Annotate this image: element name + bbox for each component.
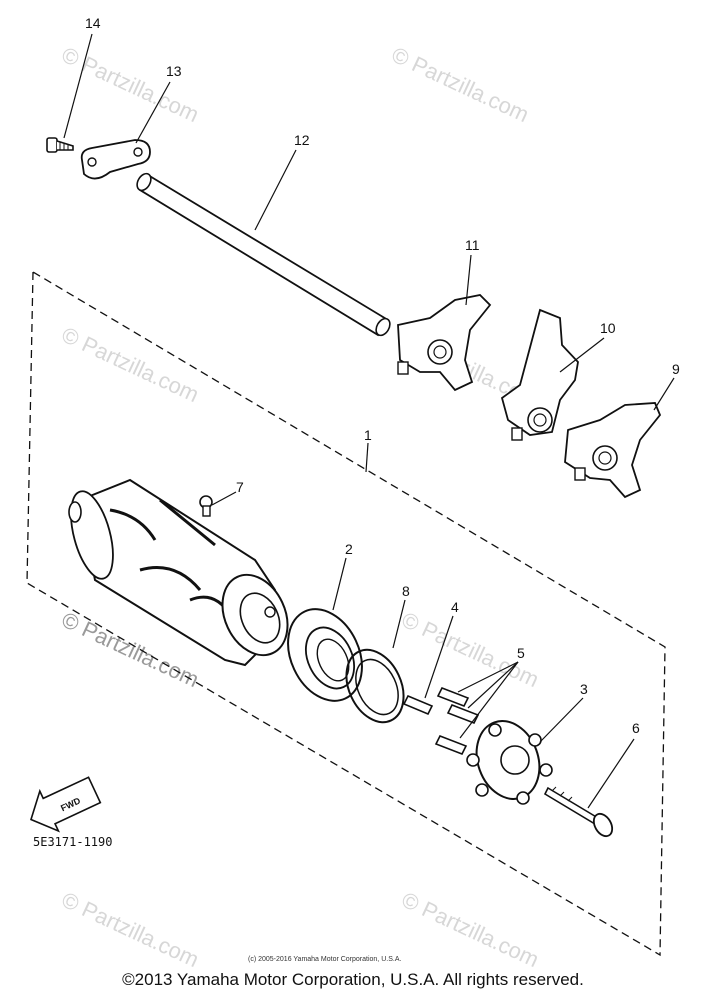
watermark: © Partzilla.com <box>58 322 203 407</box>
callout-4: 4 <box>451 599 459 615</box>
part-2-bearing <box>287 608 363 702</box>
part-5-pins <box>434 686 480 756</box>
callout-5: 5 <box>517 645 525 661</box>
callout-9: 9 <box>672 361 680 377</box>
part-9-shift-fork <box>564 402 662 499</box>
callout-8: 8 <box>402 583 410 599</box>
part-10-shift-fork <box>500 308 579 441</box>
callout-6: 6 <box>632 720 640 736</box>
part-8-circlip <box>345 648 405 724</box>
part-4-pin <box>402 694 434 716</box>
part-12-shaft <box>136 172 391 337</box>
small-copyright: (c) 2005-2016 Yamaha Motor Corporation, … <box>248 956 401 963</box>
part-1-shift-drum <box>68 478 289 667</box>
callout-14: 14 <box>85 15 101 31</box>
watermark: © Partzilla.com <box>388 42 533 127</box>
part-3-segment <box>466 720 553 805</box>
assembly-boundary <box>26 270 666 957</box>
leader-lines <box>63 33 675 809</box>
fwd-arrow-icon: FWD <box>30 776 102 833</box>
watermark: © Partzilla.com <box>398 887 543 972</box>
part-6-bolt <box>543 786 614 838</box>
part-13-plate <box>80 139 151 180</box>
watermark: © Partzilla.com <box>58 42 203 127</box>
callout-1: 1 <box>364 427 372 443</box>
callout-2: 2 <box>345 541 353 557</box>
part-7-pin <box>199 495 213 517</box>
callout-labels: 14 13 12 11 10 9 1 7 2 8 4 5 3 6 <box>85 15 680 736</box>
copyright-notice: ©2013 Yamaha Motor Corporation, U.S.A. A… <box>122 970 584 989</box>
callout-7: 7 <box>236 479 244 495</box>
callout-10: 10 <box>600 320 616 336</box>
callout-12: 12 <box>294 132 310 148</box>
part-14-bolt <box>46 137 74 153</box>
callout-3: 3 <box>580 681 588 697</box>
diagram-code: 5E3171-1190 <box>33 835 112 849</box>
watermark: © Partzilla.com <box>58 887 203 972</box>
part-11-shift-fork <box>397 294 492 392</box>
callout-13: 13 <box>166 63 182 79</box>
callout-11: 11 <box>465 237 480 253</box>
